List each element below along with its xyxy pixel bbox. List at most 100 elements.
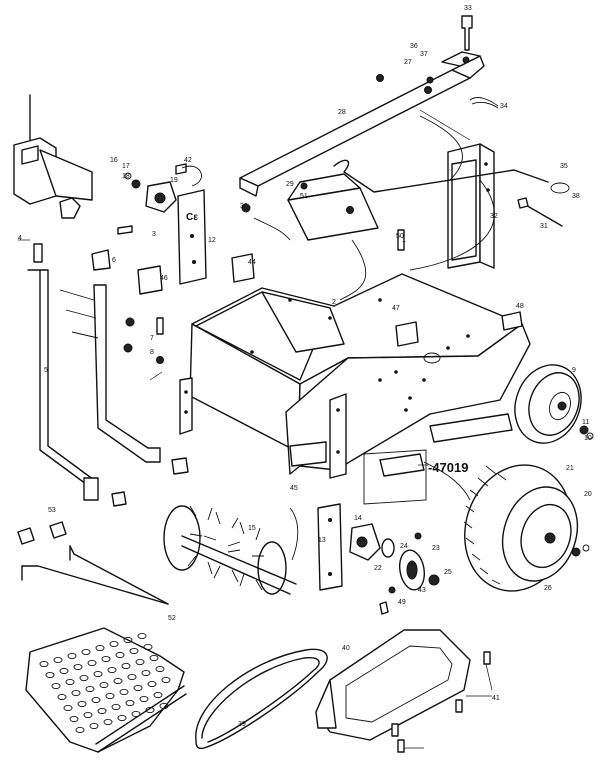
callout-51: 51 [300, 193, 308, 200]
bearing-plate-lower [317, 503, 343, 591]
callout-38: 38 [572, 193, 580, 200]
callout-41: 41 [492, 695, 500, 702]
perforation-hole [93, 670, 103, 678]
perforation-hole [135, 658, 145, 666]
perforation-hole [73, 663, 83, 671]
perforation-hole [39, 660, 49, 668]
decal-44 [231, 253, 255, 283]
handle-bar [239, 15, 499, 197]
callout-26: 26 [544, 585, 552, 592]
callout-31: 31 [540, 223, 548, 230]
perforation-hole [57, 693, 67, 701]
perforation-hole [51, 682, 61, 690]
callout-30: 30 [240, 203, 248, 210]
perforation-hole [129, 647, 139, 655]
handle-hardware [123, 317, 164, 364]
perforation-hole [147, 680, 157, 688]
callout-39: 39 [238, 721, 246, 728]
callout-32: 32 [490, 213, 498, 220]
perforation-hole [65, 678, 75, 686]
callout-29: 29 [286, 181, 294, 188]
perforation-hole [137, 632, 147, 640]
callout-45: 45 [290, 485, 298, 492]
callout-23: 23 [432, 545, 440, 552]
perforation-hole [105, 692, 115, 700]
callout-6: 6 [112, 257, 116, 264]
svg-text:Cε: Cε [186, 212, 198, 223]
reference-number: -47019 [428, 460, 468, 475]
perforation-hole [153, 691, 163, 699]
perforation-hole [145, 706, 155, 714]
rods-and-hooks [17, 521, 169, 605]
wheel-large [363, 449, 590, 592]
callout-16: 16 [110, 157, 118, 164]
perforation-hole [67, 652, 77, 660]
callout-25: 25 [444, 569, 452, 576]
callout-10: 10 [584, 435, 592, 442]
perforation-hole [111, 703, 121, 711]
perforation-hole [81, 648, 91, 656]
perforation-hole [121, 662, 131, 670]
v-belt [195, 648, 328, 750]
perforation-hole [161, 676, 171, 684]
callout-48: 48 [516, 303, 524, 310]
callout-13: 13 [318, 537, 326, 544]
perforation-hole [77, 700, 87, 708]
perforation-hole [119, 688, 129, 696]
callout-9: 9 [572, 367, 576, 374]
callout-47: 47 [392, 305, 400, 312]
perforation-hole [95, 644, 105, 652]
callout-14: 14 [354, 515, 362, 522]
callout-12: 12 [208, 237, 216, 244]
perforation-hole [83, 711, 93, 719]
perforation-hole [125, 699, 135, 707]
perforation-hole [101, 655, 111, 663]
perforation-hole [149, 654, 159, 662]
perforation-hole [127, 673, 137, 681]
perforation-hole [45, 671, 55, 679]
perforation-hole [155, 665, 165, 673]
perforation-hole [59, 667, 69, 675]
callout-labels: 1234567891011121314151617181920212223242… [18, 5, 592, 728]
perforation-hole [143, 643, 153, 651]
perforation-hole [71, 689, 81, 697]
perforation-hole [63, 704, 73, 712]
callout-36: 36 [410, 43, 418, 50]
perforation-hole [91, 696, 101, 704]
perforation-hole [87, 659, 97, 667]
callout-28: 28 [338, 109, 346, 116]
handle-tube-left [27, 243, 127, 507]
perforation-hole [109, 640, 119, 648]
perforation-hole [103, 718, 113, 726]
callout-18: 18 [122, 173, 130, 180]
callout-15: 15 [248, 525, 256, 532]
callout-34: 34 [500, 103, 508, 110]
callout-5: 5 [44, 367, 48, 374]
callout-52: 52 [168, 615, 176, 622]
callout-21: 21 [566, 465, 574, 472]
main-frame [179, 273, 531, 479]
callout-17: 17 [122, 163, 130, 170]
callout-3: 3 [152, 231, 156, 238]
perforation-hole [99, 681, 109, 689]
perforation-hole [75, 726, 85, 734]
perforation-hole [115, 651, 125, 659]
perforation-hole [89, 722, 99, 730]
callout-43: 43 [418, 587, 426, 594]
callout-37: 37 [420, 51, 428, 58]
belt-guard [315, 629, 491, 753]
perforation-hole [133, 684, 143, 692]
callout-22: 22 [374, 565, 382, 572]
lead-lines [18, 239, 493, 749]
callout-49: 49 [398, 599, 406, 606]
tine-reel [163, 505, 299, 595]
adjuster-bracket [241, 173, 405, 251]
perforation-hole [79, 674, 89, 682]
wheel-small [429, 364, 594, 444]
decal-46 [137, 265, 163, 295]
callout-11: 11 [582, 419, 589, 426]
callout-27: 27 [404, 59, 412, 66]
callout-35: 35 [560, 163, 568, 170]
